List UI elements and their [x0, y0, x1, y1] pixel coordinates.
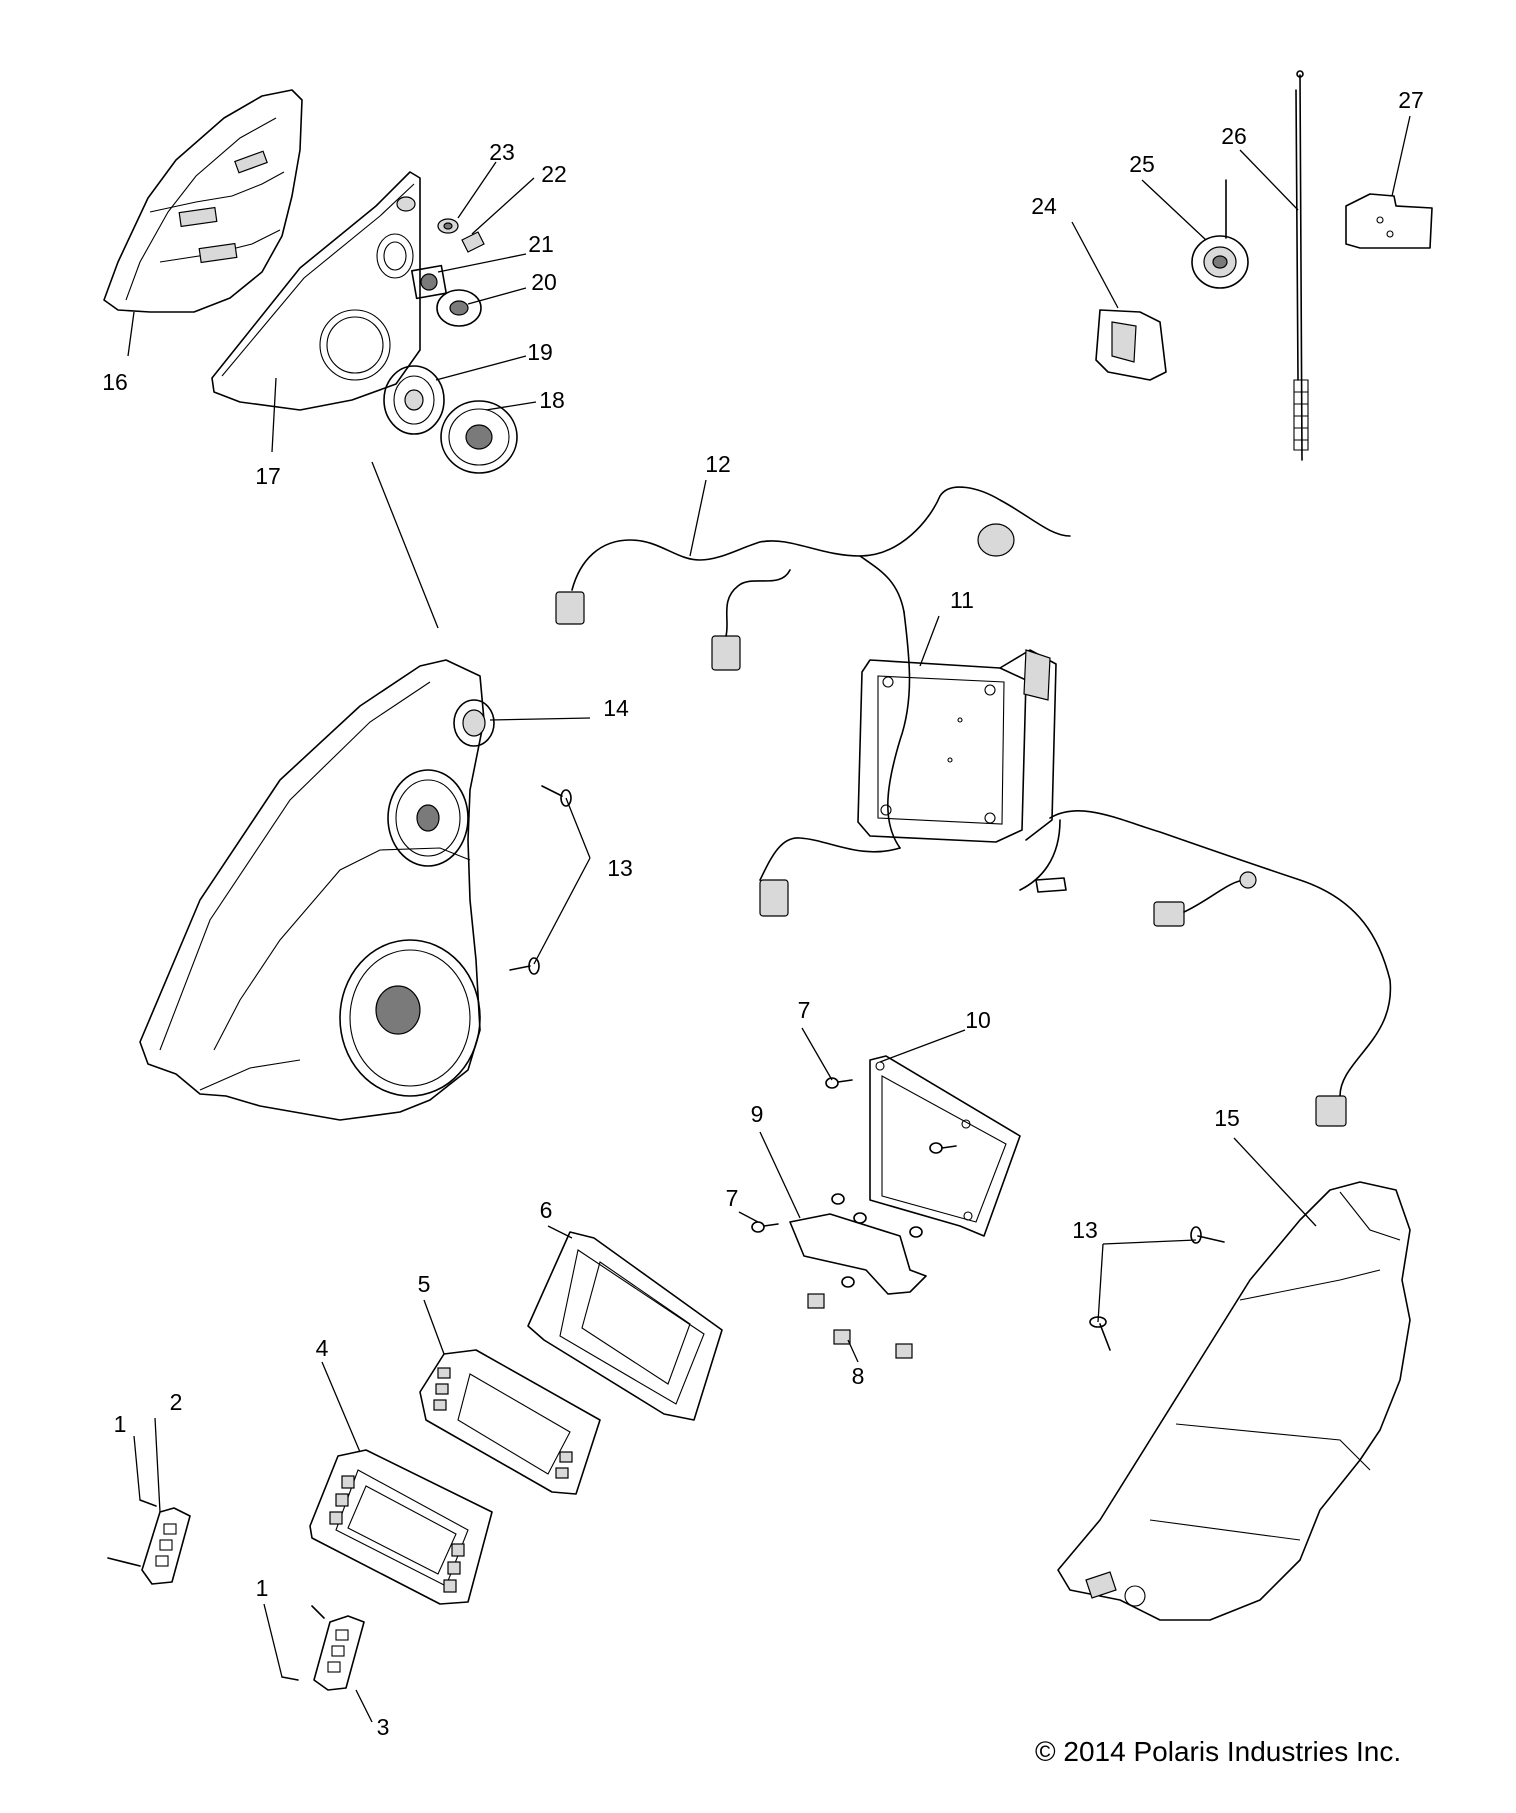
callout-9: 9	[751, 1101, 764, 1127]
callout-18: 18	[539, 387, 565, 413]
part-13-screw-a	[541, 785, 572, 807]
callout-15: 15	[1214, 1105, 1240, 1131]
part-23-nut	[437, 218, 459, 234]
part-14-speaker-enclosure	[139, 659, 495, 1121]
callout-labels: 1 2 1 3 4 5 6 7 7 8 9 10 11 12 13 13 14 …	[102, 87, 1424, 1740]
part-25-antenna-base	[1191, 179, 1249, 289]
part-17-speaker-pod	[211, 171, 421, 411]
part-16-upper-panel	[103, 89, 303, 313]
callout-22: 22	[541, 161, 567, 187]
callout-14: 14	[603, 695, 629, 721]
callout-1: 1	[114, 1411, 127, 1437]
part-26-antenna-whip	[1293, 70, 1309, 461]
callout-13: 13	[1072, 1217, 1098, 1243]
callout-16: 16	[102, 369, 128, 395]
callout-11: 11	[950, 587, 974, 613]
part-20-tweeter-grille	[436, 289, 482, 327]
part-18-speaker-grille	[440, 400, 518, 474]
part-13-screw-d	[1089, 1316, 1111, 1351]
callout-24: 24	[1031, 193, 1057, 219]
callout-20: 20	[531, 269, 557, 295]
part-7-screw-b	[751, 1221, 779, 1233]
part-9-bracket	[789, 1213, 927, 1295]
callout-23: 23	[489, 139, 515, 165]
callout-17: 17	[255, 463, 281, 489]
part-4-display-housing	[309, 1449, 493, 1605]
callout-26: 26	[1221, 123, 1247, 149]
part-7-screw-d	[831, 1193, 923, 1288]
part-13-screw-c	[1190, 1226, 1225, 1244]
part-12-wiring-harness	[555, 486, 1392, 1127]
part-2-switch-panel	[141, 1507, 191, 1585]
callout-5: 5	[418, 1271, 431, 1297]
part-10-mounting-plate	[869, 1055, 1021, 1237]
callout-1: 1	[256, 1575, 269, 1601]
part-7-screw-c	[929, 1142, 957, 1154]
part-7-screw-a	[825, 1077, 853, 1089]
callout-7: 7	[726, 1185, 739, 1211]
part-13-screw-b	[509, 957, 540, 975]
leader-lines	[127, 115, 1411, 1723]
part-21-tweeter	[410, 264, 448, 300]
part-15-right-enclosure	[1057, 1181, 1411, 1621]
part-6-display-bezel	[527, 1231, 723, 1421]
callout-25: 25	[1129, 151, 1155, 177]
part-27-bracket	[1345, 193, 1433, 249]
callout-6: 6	[540, 1197, 553, 1223]
callout-12: 12	[705, 451, 731, 477]
callout-19: 19	[527, 339, 553, 365]
callout-4: 4	[316, 1335, 329, 1361]
callout-2: 2	[170, 1389, 183, 1415]
part-1-screws	[107, 1499, 325, 1681]
callout-7: 7	[798, 997, 811, 1023]
callout-10: 10	[965, 1007, 991, 1033]
part-3-switch-panel	[313, 1615, 365, 1691]
part-5-display-unit	[419, 1349, 601, 1495]
part-24-antenna-mount	[1095, 309, 1167, 381]
part-8-clips	[807, 1293, 913, 1359]
callout-21: 21	[528, 231, 554, 257]
part-22-clip	[461, 231, 485, 253]
callout-13: 13	[607, 855, 633, 881]
part-19-speaker	[383, 365, 445, 435]
callout-3: 3	[377, 1714, 390, 1740]
part-11-amplifier	[857, 649, 1057, 843]
copyright-notice: © 2014 Polaris Industries Inc.	[1035, 1736, 1402, 1767]
callout-8: 8	[852, 1363, 865, 1389]
callout-27: 27	[1398, 87, 1424, 113]
